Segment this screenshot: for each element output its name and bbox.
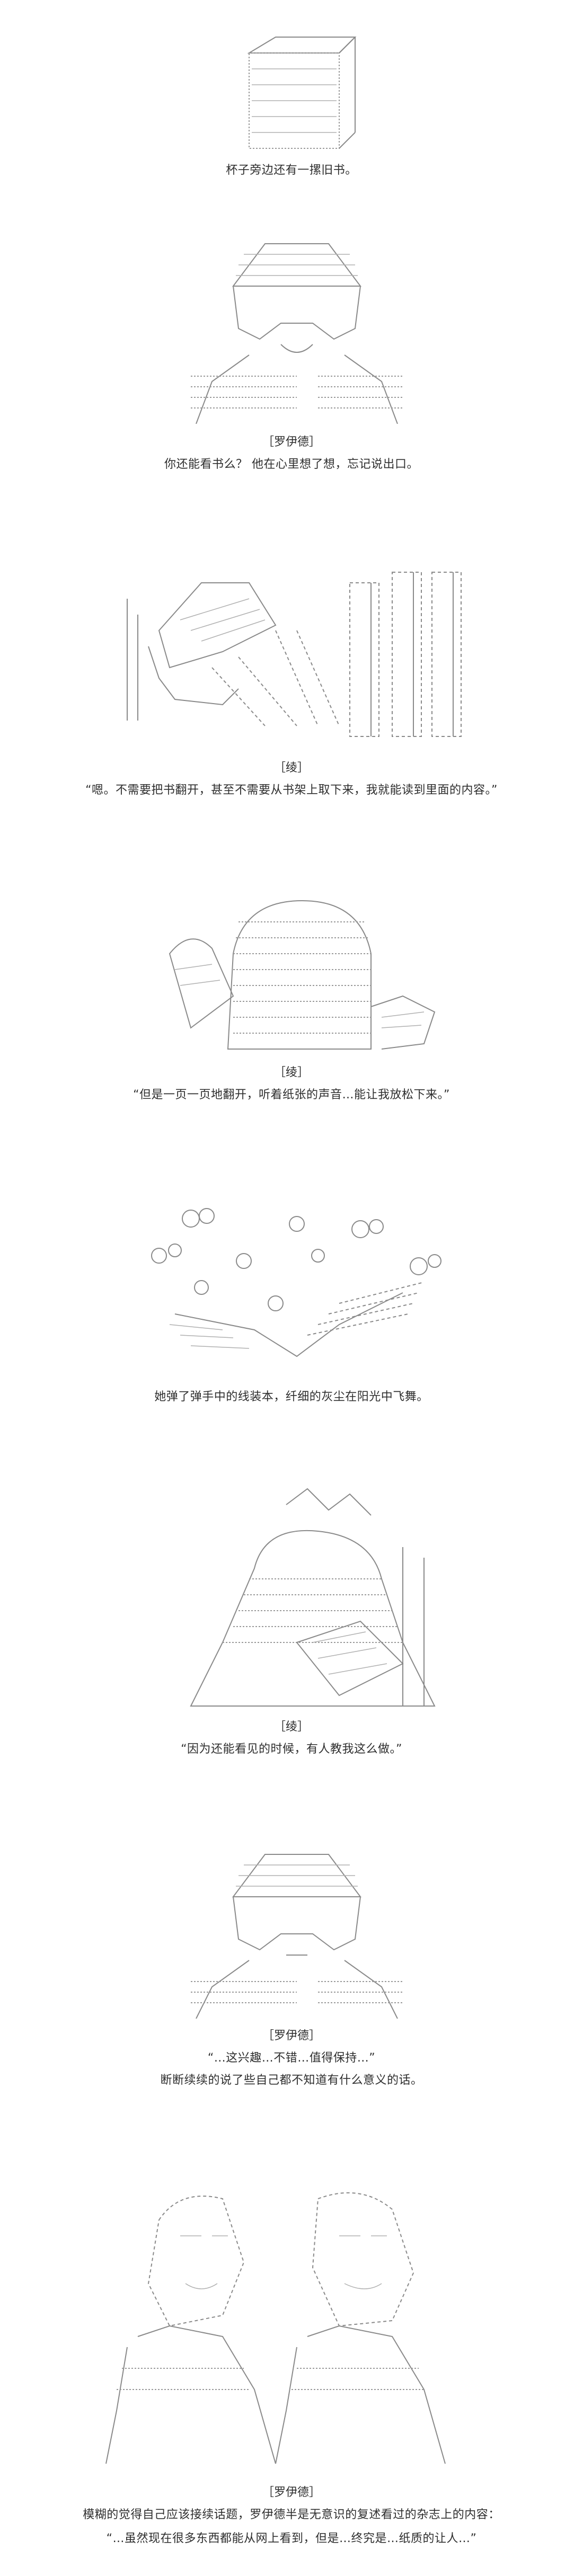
speaker-lloyd-1: ［罗伊德］ bbox=[262, 436, 321, 449]
caption-lloyd-hobby: “…这兴趣…不错…值得保持…” bbox=[207, 2051, 376, 2065]
speaker-lloyd-2: ［罗伊德］ bbox=[262, 2029, 321, 2042]
caption-lloyd-magazine: 模糊的觉得自己应该接续话题，罗伊德半是无意识的复述看过的杂志上的内容： bbox=[83, 2508, 500, 2521]
caption-dust: 她弹了弹手中的线装本，纤细的灰尘在阳光中飞舞。 bbox=[154, 1390, 429, 1404]
two-figures-art bbox=[0, 2178, 583, 2474]
speaker-aya-2: ［绫］ bbox=[273, 1066, 309, 1079]
book-stack-art bbox=[0, 32, 583, 154]
caption-aya-reading: “嗯。不需要把书翻开，甚至不需要从书架上取下来，我就能读到里面的内容。” bbox=[85, 784, 498, 797]
dust-sunlight-art bbox=[0, 1197, 583, 1372]
lloyd-portrait-art-2 bbox=[0, 1844, 583, 2019]
aya-taught-art bbox=[0, 1484, 583, 1711]
caption-aya-pages: “但是一页一页地翻开，听着纸张的声音…能让我放松下来。” bbox=[133, 1088, 450, 1102]
caption-lloyd-rambling: 断断续续的说了些自己都不知道有什么意义的话。 bbox=[160, 2074, 423, 2087]
caption-lloyd-thought: 你还能看书么？ 他在心里想了想，忘记说出口。 bbox=[164, 458, 419, 471]
lloyd-portrait-art-1 bbox=[0, 233, 583, 424]
bookshelf-art bbox=[0, 562, 583, 752]
aya-reading-art bbox=[0, 890, 583, 1060]
caption-aya-taught: “因为还能看见的时候，有人教我这么做。” bbox=[181, 1743, 402, 1756]
speaker-aya-3: ［绫］ bbox=[273, 1720, 309, 1734]
caption-lloyd-paper: “…虽然现在很多东西都能从网上看到，但是…终究是…纸质的让人…” bbox=[106, 2532, 477, 2545]
speaker-lloyd-3: ［罗伊德］ bbox=[262, 2486, 321, 2499]
caption-books: 杯子旁边还有一摞旧书。 bbox=[226, 164, 357, 177]
speaker-aya-1: ［绫］ bbox=[273, 761, 309, 775]
